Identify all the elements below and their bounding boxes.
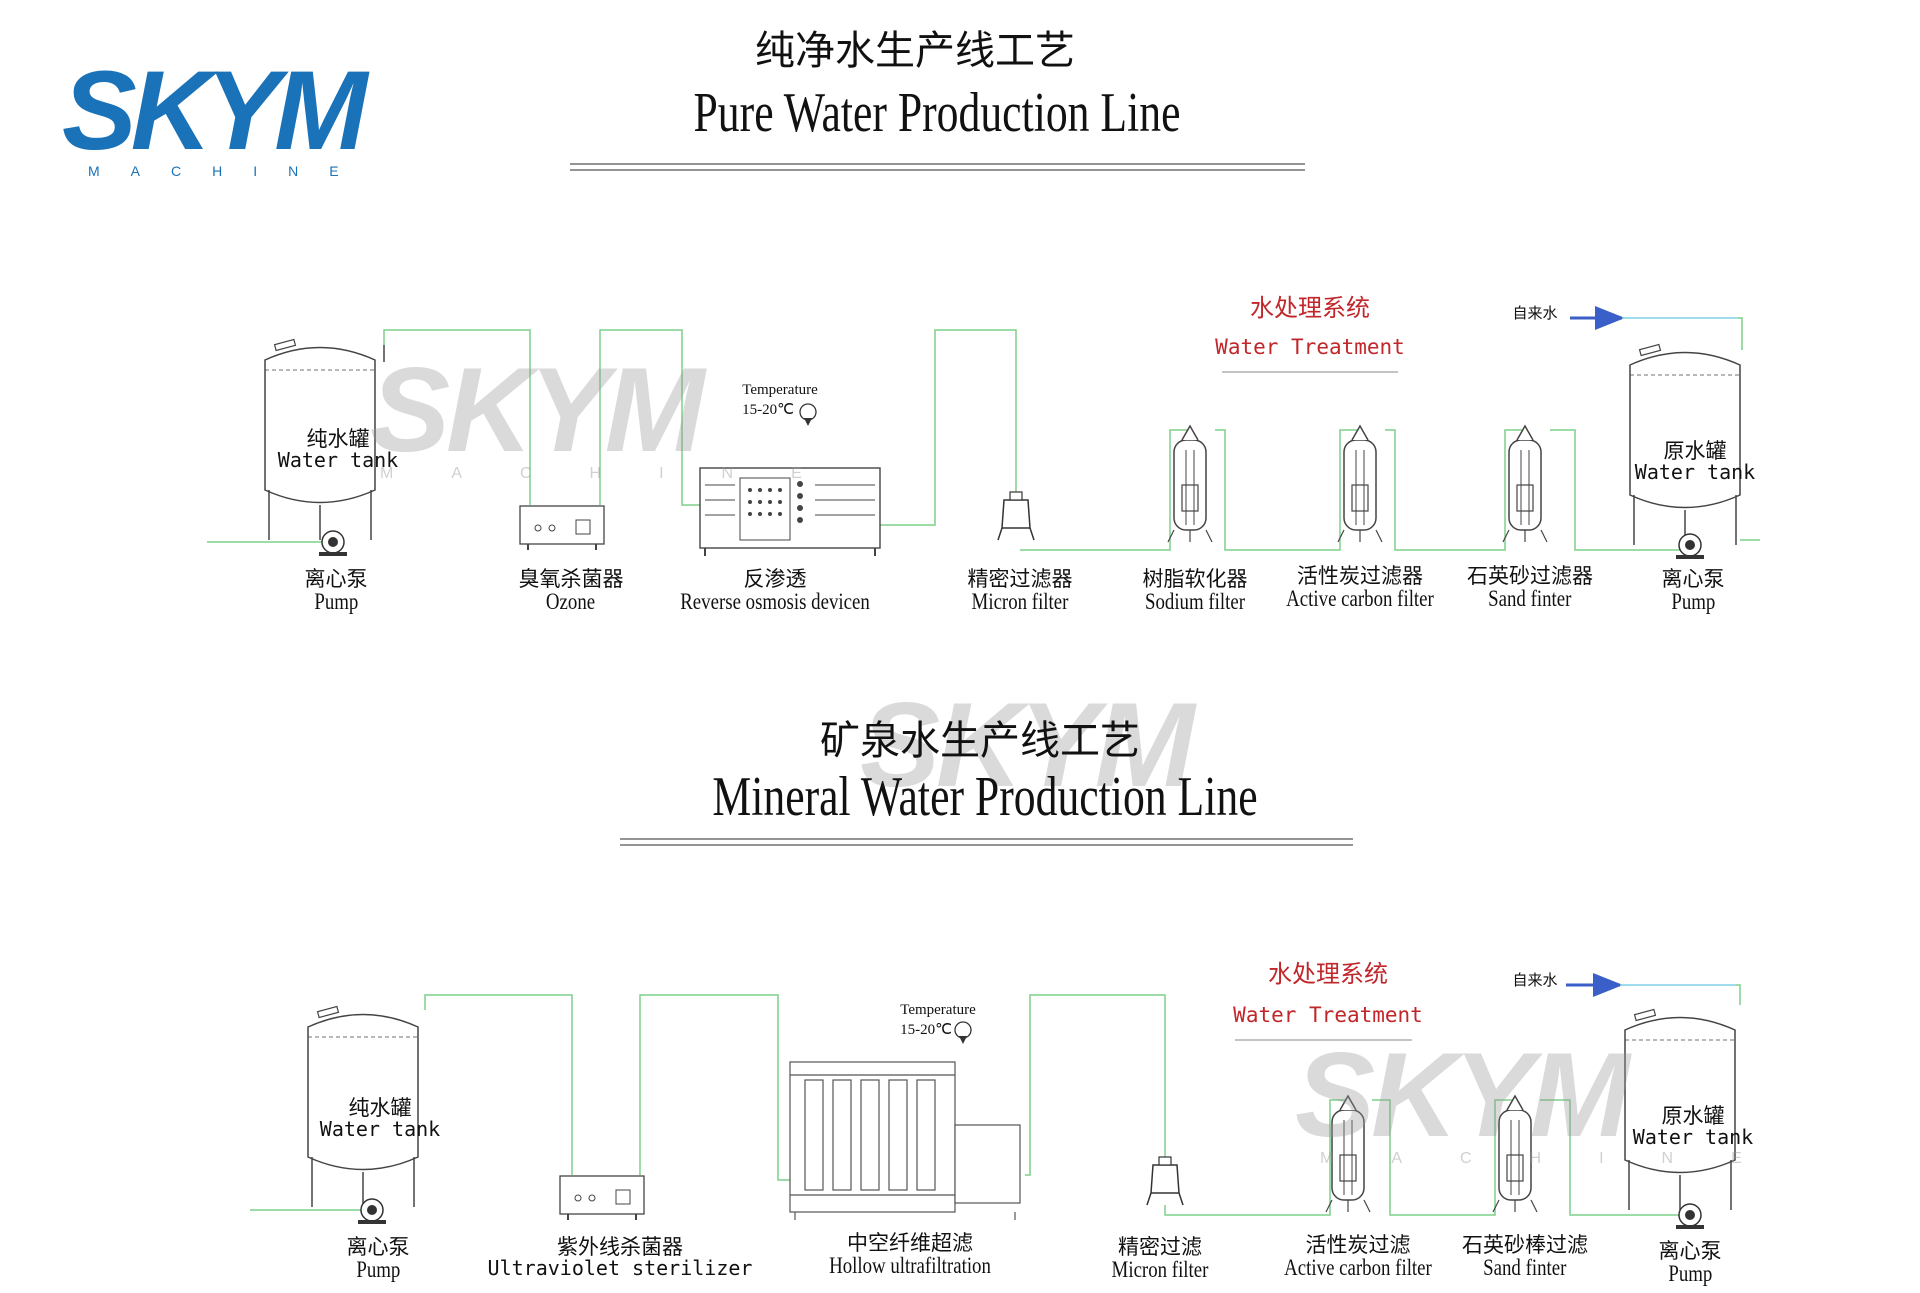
- water-treatment-title-cn: 水处理系统: [1250, 294, 1370, 322]
- pure-tank-label: 纯水罐 Water tank: [319, 1096, 441, 1142]
- thermometer-icon: [799, 403, 817, 421]
- water-treatment-title-cn: 水处理系统: [1268, 960, 1388, 988]
- raw-tank-label: 原水罐 Water tank: [1634, 439, 1756, 485]
- tap-water-label: 自来水: [1512, 971, 1558, 989]
- watermark: SKYM: [370, 343, 705, 477]
- logo-wordmark: SKYM: [62, 48, 368, 173]
- ultrafiltration-icon: [789, 1061, 1021, 1220]
- carbon-filter-icon: [1337, 425, 1383, 543]
- pump-icon: [357, 1198, 387, 1225]
- micron-filter-icon: [997, 491, 1035, 541]
- reverse-osmosis-icon: [699, 467, 881, 556]
- pump-icon: [318, 530, 348, 557]
- watermark: SKYM: [860, 678, 1195, 812]
- raw-tank-label: 原水罐 Water tank: [1632, 1104, 1754, 1150]
- sodium-filter-icon: [1167, 425, 1213, 543]
- section2-title-en: Mineral Water Production Line: [712, 766, 1258, 828]
- ozone-sterilizer-icon: [519, 505, 605, 551]
- watermark-sub: MACHINE: [1320, 1150, 1800, 1167]
- section2-title-cn: 矿泉水生产线工艺: [820, 718, 1140, 764]
- section1-title-en: Pure Water Production Line: [693, 82, 1181, 144]
- brand-logo: SKYM MACHINE: [62, 48, 370, 180]
- pump-icon: [1675, 533, 1705, 560]
- water-treatment-title-en: Water Treatment: [1215, 335, 1405, 359]
- micron-filter-icon: [1146, 1156, 1184, 1206]
- uv-sterilizer-icon: [559, 1175, 645, 1221]
- pipes-section1: [207, 317, 1760, 551]
- watermark: SKYM: [1295, 1028, 1630, 1162]
- temperature-label: Temperature: [900, 1002, 976, 1018]
- tap-water-label: 自来水: [1512, 304, 1558, 322]
- pure-tank-label: 纯水罐 Water tank: [277, 427, 399, 473]
- water-treatment-title-en: Water Treatment: [1233, 1003, 1423, 1027]
- section1-title-cn: 纯净水生产线工艺: [755, 28, 1075, 74]
- sand-filter-icon: [1502, 425, 1548, 543]
- thermometer-icon: [954, 1021, 972, 1039]
- temperature-range: 15-20℃: [900, 1022, 952, 1038]
- logo-subtitle: MACHINE: [88, 163, 370, 179]
- watermark-sub: MACHINE: [380, 465, 860, 482]
- temperature-range: 15-20℃: [742, 402, 794, 418]
- temperature-label: Temperature: [742, 382, 818, 398]
- pipes-section2: [250, 984, 1741, 1216]
